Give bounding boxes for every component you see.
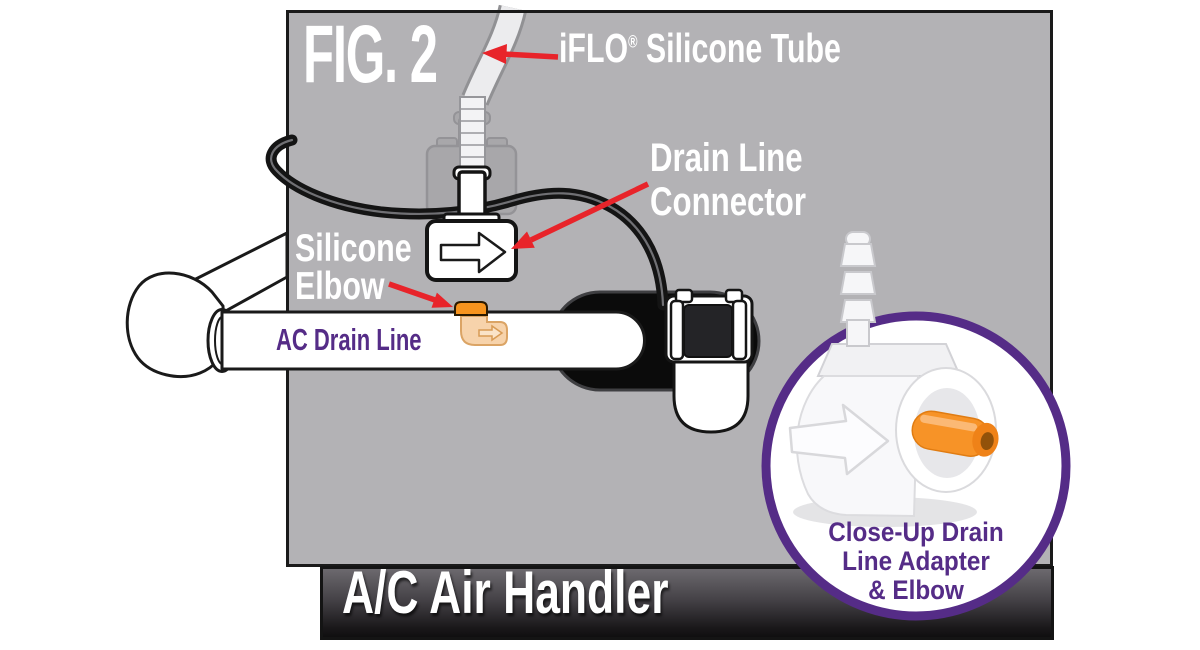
- silicone-elbow-label: Silicone Elbow: [295, 227, 412, 308]
- closeup-barb-fitting: [839, 231, 877, 347]
- tube-text: Silicone Tube: [637, 25, 841, 71]
- drain-pan-clip: [664, 288, 754, 434]
- silicone-elbow-part: [454, 301, 508, 346]
- drain-line-connector-label: Drain Line Connector: [650, 136, 806, 224]
- arrow-to-connector: [511, 181, 650, 249]
- arrow-to-elbow: [388, 281, 453, 308]
- closeup-adapter-body: [788, 343, 999, 518]
- ac-drain-line-label: AC Drain Line: [276, 322, 422, 357]
- registered-mark: ®: [628, 31, 638, 52]
- arrow-to-silicone-tube: [482, 44, 559, 64]
- closeup-caption: Close-Up Drain Line Adapter & Elbow: [828, 517, 1004, 605]
- figure-number-label: FIG. 2: [303, 9, 438, 100]
- silicone-tube-label: iFLO® Silicone Tube: [559, 28, 841, 69]
- ac-drain-line-pipe: [220, 310, 646, 371]
- flow-arrow-icon: [439, 231, 507, 274]
- air-handler-label: A/C Air Handler: [342, 559, 669, 626]
- drain-line-connector-part: [425, 165, 518, 282]
- closeup-orange-elbow: [911, 410, 999, 457]
- callout-arrows: [388, 44, 650, 308]
- brand-text: iFLO: [559, 25, 629, 71]
- embossed-flow-arrow-icon: [788, 403, 890, 476]
- closeup-inset: [761, 231, 1071, 621]
